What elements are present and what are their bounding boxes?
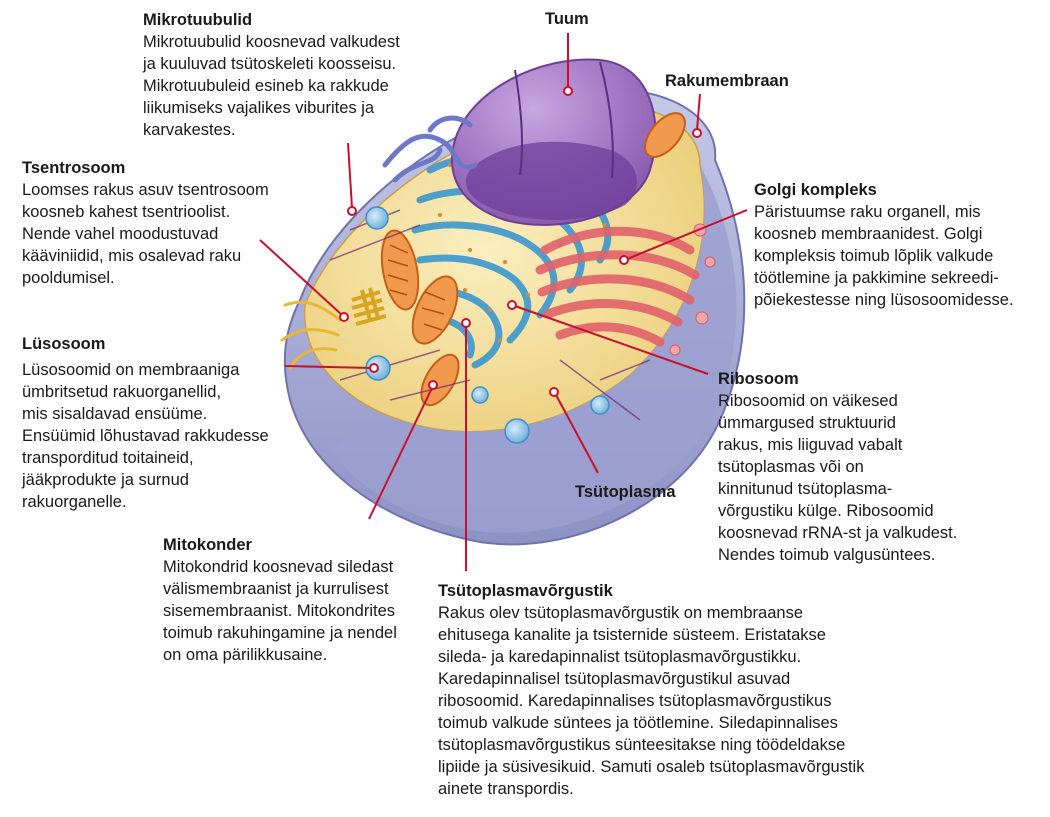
label-mikrotuubulid-title: Mikrotuubulid [143, 11, 253, 29]
microtubules [382, 115, 478, 183]
label-lysosoom-text: Lüsosoomid on membraaniga ümbritsetud ra… [22, 361, 269, 511]
label-mikrotuubulid-text: Mikrotuubulid koosnevad valkudest ja kuu… [143, 33, 400, 139]
label-lysosoom: Lüsosoom Lüsosoomid on membraaniga ümbri… [22, 333, 269, 513]
label-ribosoom-title: Ribosoom [718, 370, 799, 388]
label-er-title: Tsütoplasmavõrgustik [438, 582, 613, 600]
label-golgi-text: Päristuumse raku organell, mis koosneb m… [754, 203, 1014, 309]
label-tsentrosoom-text: Loomses rakus asuv tsentrosoom koosneb k… [22, 181, 269, 287]
label-er: Tsütoplasmavõrgustik Rakus olev tsütopla… [438, 580, 864, 800]
label-rakumembraan: Rakumembraan [665, 72, 789, 90]
label-tsentrosoom-title: Tsentrosoom [22, 159, 126, 177]
label-tuum: Tuum [545, 10, 589, 28]
mitochondria [380, 112, 686, 407]
leader-dots [339, 86, 702, 397]
label-tsentrosoom: Tsentrosoom Loomses rakus asuv tsentroso… [22, 157, 269, 289]
microvilli [280, 300, 342, 370]
label-golgi: Golgi kompleks Päristuumse raku organell… [754, 179, 1014, 311]
label-ribosoom-text: Ribosoomid on väikesed ümmargused strukt… [718, 392, 958, 564]
label-mitokonder: Mitokonder Mitokondrid koosnevad siledas… [163, 534, 397, 666]
label-ribosoom: Ribosoom Ribosoomid on väikesed ümmargus… [718, 368, 957, 566]
label-mitokonder-title: Mitokonder [163, 536, 252, 554]
nucleus [451, 58, 657, 226]
label-mikrotuubulid: Mikrotuubulid Mikrotuubulid koosnevad va… [143, 9, 400, 141]
leader-lines [259, 33, 748, 571]
label-er-text: Rakus olev tsütoplasmavõrgustik on membr… [438, 604, 865, 798]
label-golgi-title: Golgi kompleks [754, 181, 877, 199]
centrosome [351, 287, 387, 326]
golgi-apparatus [535, 226, 700, 347]
label-lysosoom-title: Lüsosoom [22, 335, 106, 353]
lysosomes [365, 206, 610, 444]
label-mitokonder-text: Mitokondrid koosnevad siledast välismemb… [163, 558, 397, 664]
membrane-cut-side [330, 165, 737, 533]
label-tsytoplasma: Tsütoplasma [575, 483, 676, 501]
